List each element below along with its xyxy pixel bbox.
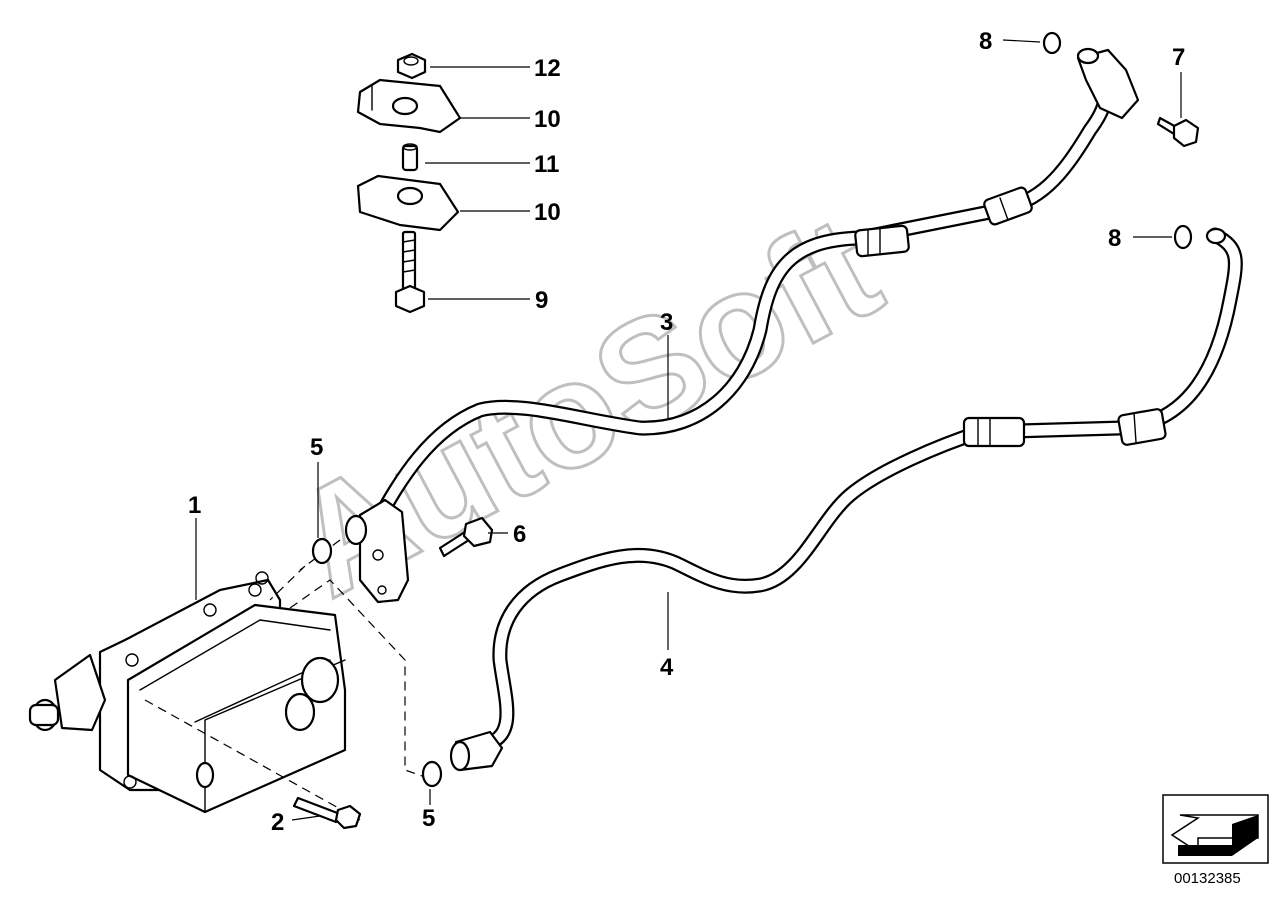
callout-3: 3 xyxy=(660,309,673,336)
callout-8-right: 8 xyxy=(1108,225,1121,252)
callout-5-lower: 5 xyxy=(422,805,435,832)
arrow-direction-icon xyxy=(1162,794,1269,864)
callout-12: 12 xyxy=(534,55,561,82)
seal-rings xyxy=(311,31,1193,788)
callout-5-upper: 5 xyxy=(310,434,323,461)
callout-10-upper: 10 xyxy=(534,106,561,133)
callout-6: 6 xyxy=(513,521,526,548)
callout-4: 4 xyxy=(660,654,674,681)
callout-8-top: 8 xyxy=(979,28,992,55)
leader-lines xyxy=(195,39,1182,821)
callout-9: 9 xyxy=(535,287,548,314)
callout-labels: 12 10 11 10 9 8 7 8 3 5 6 1 4 2 5 xyxy=(188,28,1185,836)
bolt-2 xyxy=(292,796,362,830)
oil-cooler xyxy=(28,571,347,814)
callout-7: 7 xyxy=(1172,44,1185,71)
assembly-lines xyxy=(144,539,429,821)
callout-10-lower: 10 xyxy=(534,199,561,226)
hose-line-4 xyxy=(449,227,1243,772)
bolt-6 xyxy=(438,516,494,558)
callout-2: 2 xyxy=(271,809,284,836)
callout-11: 11 xyxy=(534,151,559,178)
callout-1: 1 xyxy=(188,492,201,519)
hose-line-3 xyxy=(344,47,1140,604)
bolt-7 xyxy=(1156,116,1200,148)
bracket-assembly xyxy=(356,52,462,314)
image-number: 00132385 xyxy=(1174,870,1241,887)
